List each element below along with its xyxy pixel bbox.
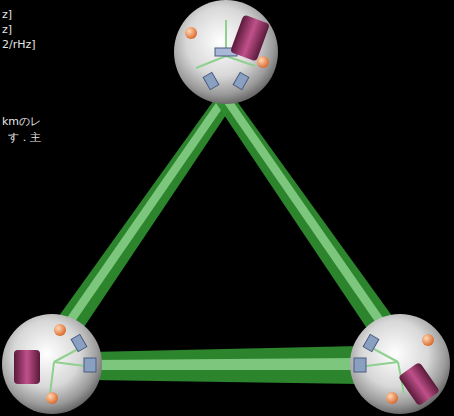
spacecraft bbox=[350, 314, 450, 414]
laser-beam-core bbox=[90, 358, 360, 370]
laser-beam bbox=[56, 100, 236, 330]
note-text: z] bbox=[2, 8, 12, 21]
laser-beam bbox=[90, 346, 360, 384]
note-text: 2/rHz] bbox=[2, 38, 36, 51]
laser-beam-core bbox=[64, 100, 228, 326]
note-text: kmのレ bbox=[2, 115, 41, 128]
laser-beam-core bbox=[222, 100, 386, 326]
spacecraft bbox=[174, 0, 278, 104]
laser-beam bbox=[214, 100, 395, 330]
note-text: す．主 bbox=[8, 131, 41, 144]
spacecraft bbox=[2, 314, 102, 414]
note-text: z] bbox=[2, 23, 12, 36]
